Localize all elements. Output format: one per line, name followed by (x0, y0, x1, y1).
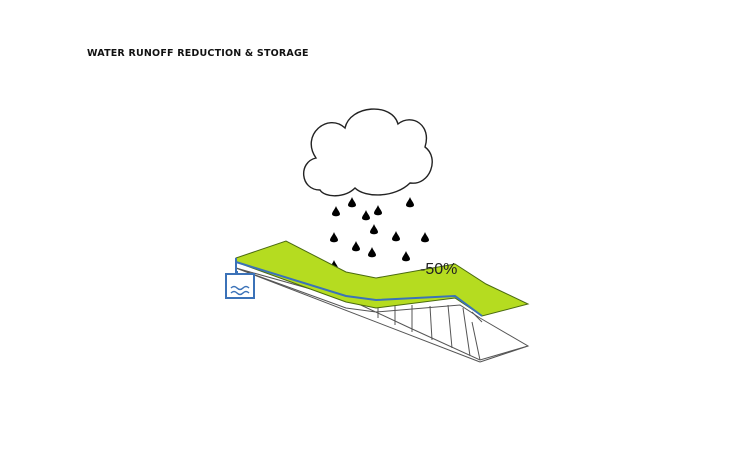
rain-drop-icon (362, 210, 370, 221)
diagram-title: WATER RUNOFF REDUCTION & STORAGE (87, 48, 309, 59)
rain-drop-icon (402, 251, 410, 262)
rain-drop-icon (421, 232, 429, 243)
rain-drop-icon (406, 197, 414, 208)
green-roof (235, 240, 530, 317)
downpipe (235, 258, 238, 273)
cloud-icon (302, 108, 433, 197)
reduction-label: -50% (420, 261, 458, 278)
rain-drop-icon (368, 247, 376, 258)
rain-drop-icon (370, 224, 378, 235)
building-structure (235, 267, 530, 363)
water-tank-icon (225, 273, 255, 299)
rain-drop-icon (392, 231, 400, 242)
rain-drop-icon (374, 205, 382, 216)
rain-drop-icon (332, 206, 340, 217)
rain-drop-icon (330, 232, 338, 243)
drainage-pipe (235, 261, 483, 317)
rain-drop-icon (348, 197, 356, 208)
rain-drop-icon (352, 241, 360, 252)
